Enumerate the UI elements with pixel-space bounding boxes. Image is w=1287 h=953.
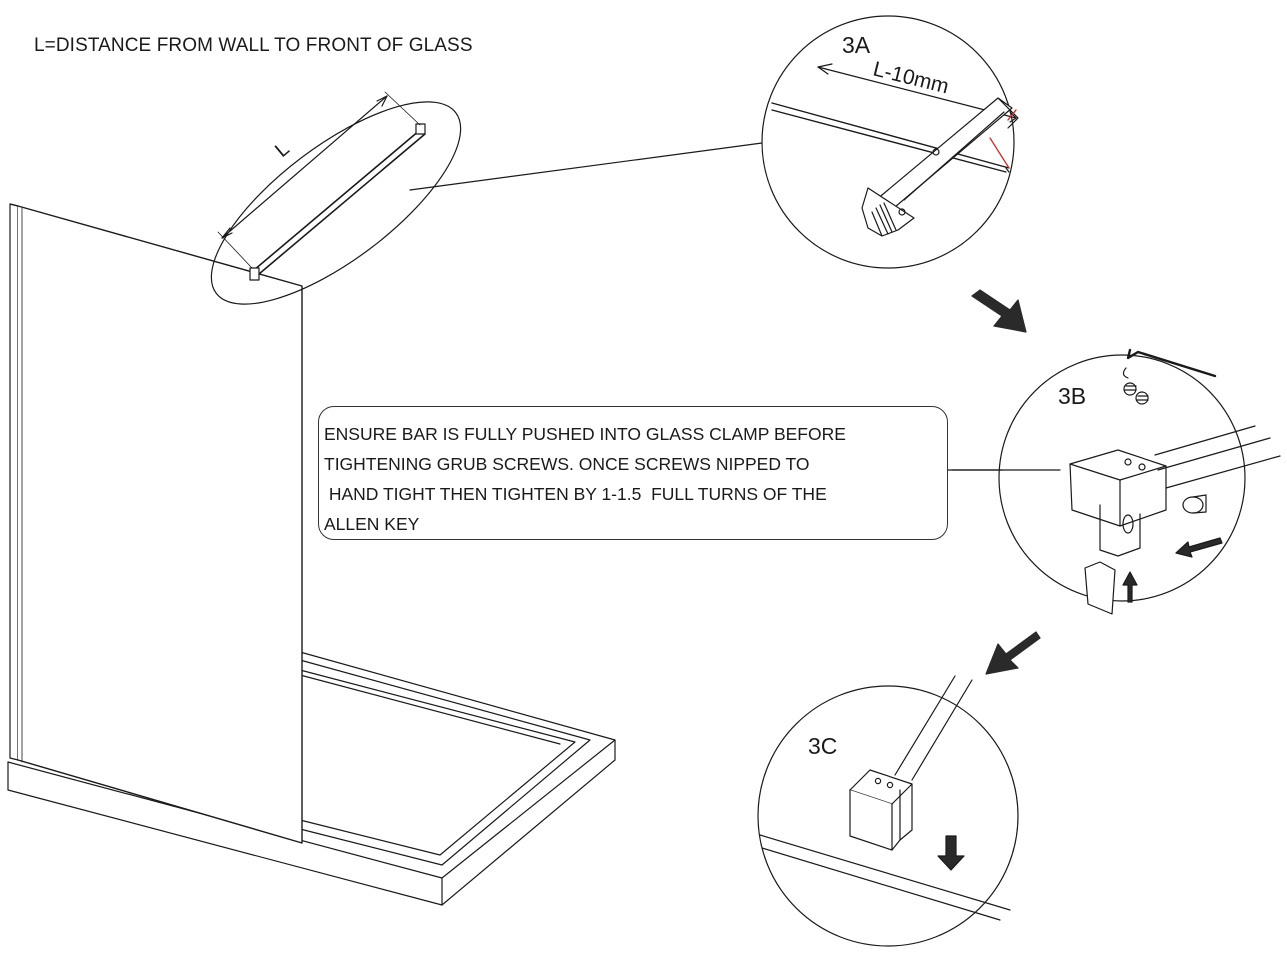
glass-clamp — [249, 267, 260, 281]
arrow-down-right-icon — [971, 289, 1027, 333]
note-line: TIGHTENING GRUB SCREWS. ONCE SCREWS NIPP… — [324, 454, 810, 474]
step-3a-label: 3A — [842, 32, 871, 58]
note-line: HAND TIGHT THEN TIGHTEN BY 1-1.5 FULL TU… — [324, 484, 827, 504]
dimension-l — [217, 91, 421, 269]
dimension-l-label: L — [271, 138, 294, 162]
arrow-left-icon — [1175, 537, 1223, 558]
diagram-heading: L=DISTANCE FROM WALL TO FRONT OF GLASS — [34, 35, 473, 56]
note-line: ALLEN KEY — [324, 514, 420, 534]
step-3c-label: 3C — [808, 733, 837, 759]
step-3c-detail — [757, 675, 1019, 947]
arrow-up-icon — [1122, 571, 1138, 603]
arrow-down-icon — [937, 835, 965, 871]
step-3b-detail — [951, 348, 1281, 615]
step-3a-detail — [761, 15, 1019, 269]
shower-tray — [7, 651, 616, 906]
cut-length-label: L-10mm — [871, 58, 951, 99]
glass-panel — [9, 203, 303, 844]
step-3b-label: 3B — [1058, 383, 1086, 409]
detail-callout — [210, 101, 763, 305]
arrow-down-left-icon — [985, 631, 1041, 675]
note-line: ENSURE BAR IS FULLY PUSHED INTO GLASS CL… — [324, 424, 846, 444]
instruction-note: ENSURE BAR IS FULLY PUSHED INTO GLASS CL… — [318, 406, 948, 540]
wall-bar — [249, 123, 426, 281]
wall-bracket — [415, 123, 426, 135]
